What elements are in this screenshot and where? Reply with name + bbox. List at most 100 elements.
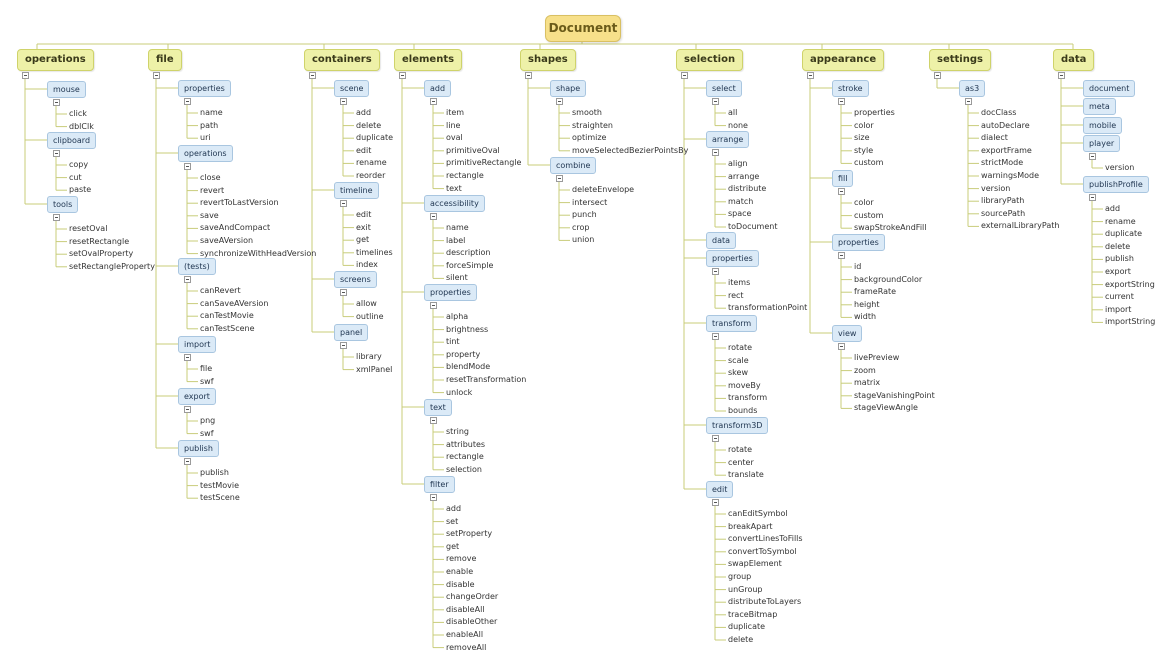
- collapse-toggle-icon[interactable]: [1089, 194, 1096, 201]
- leaf-node[interactable]: label: [446, 235, 466, 245]
- collapse-toggle-icon[interactable]: [807, 72, 814, 79]
- sub-node-clipboard[interactable]: clipboard: [47, 132, 97, 149]
- leaf-node[interactable]: canRevert: [200, 286, 241, 295]
- leaf-node[interactable]: primitiveRectangle: [446, 158, 522, 168]
- leaf-node[interactable]: traceBitmap: [728, 609, 778, 619]
- category-node-shapes[interactable]: shapes: [520, 49, 576, 71]
- leaf-node[interactable]: add: [1105, 204, 1121, 213]
- collapse-toggle-icon[interactable]: [838, 252, 845, 259]
- leaf-node[interactable]: all: [728, 108, 738, 117]
- leaf-node[interactable]: color: [854, 198, 874, 207]
- sub-node-publishProfile[interactable]: publishProfile: [1083, 176, 1149, 193]
- leaf-node[interactable]: attributes: [446, 439, 486, 449]
- leaf-node[interactable]: uri: [200, 133, 211, 143]
- leaf-node[interactable]: scale: [728, 355, 749, 365]
- leaf-node[interactable]: convertLinesToFills: [728, 534, 803, 544]
- leaf-node[interactable]: stageVanishingPoint: [854, 390, 935, 400]
- sub-node-panel[interactable]: panel: [334, 324, 369, 341]
- sub-node-arrange[interactable]: arrange: [706, 131, 750, 148]
- leaf-node[interactable]: forceSimple: [446, 260, 494, 270]
- collapse-toggle-icon[interactable]: [184, 458, 191, 465]
- leaf-node[interactable]: group: [728, 572, 752, 581]
- leaf-node[interactable]: setProperty: [446, 529, 493, 539]
- leaf-node[interactable]: strictMode: [981, 158, 1024, 168]
- collapse-toggle-icon[interactable]: [184, 163, 191, 170]
- leaf-node[interactable]: version: [981, 183, 1011, 193]
- leaf-node[interactable]: copy: [69, 160, 89, 169]
- collapse-toggle-icon[interactable]: [712, 268, 719, 275]
- leaf-node[interactable]: get: [446, 541, 460, 551]
- collapse-toggle-icon[interactable]: [153, 72, 160, 79]
- leaf-node[interactable]: library: [356, 352, 382, 361]
- collapse-toggle-icon[interactable]: [430, 417, 437, 424]
- leaf-node[interactable]: backgroundColor: [854, 274, 923, 284]
- leaf-node[interactable]: publish: [1105, 254, 1134, 264]
- leaf-node[interactable]: click: [69, 109, 87, 118]
- sub-node-publish[interactable]: publish: [178, 440, 219, 457]
- collapse-toggle-icon[interactable]: [399, 72, 406, 79]
- leaf-node[interactable]: transform: [728, 393, 768, 403]
- leaf-node[interactable]: space: [728, 209, 752, 219]
- collapse-toggle-icon[interactable]: [430, 98, 437, 105]
- leaf-node[interactable]: swf: [200, 376, 214, 386]
- collapse-toggle-icon[interactable]: [556, 98, 563, 105]
- leaf-node[interactable]: size: [854, 133, 870, 143]
- leaf-node[interactable]: deleteEnvelope: [572, 185, 635, 194]
- leaf-node[interactable]: autoDeclare: [981, 120, 1030, 130]
- sub-node-timeline[interactable]: timeline: [334, 182, 379, 199]
- leaf-node[interactable]: text: [446, 183, 462, 193]
- leaf-node[interactable]: png: [200, 416, 216, 425]
- leaf-node[interactable]: libraryPath: [981, 196, 1025, 206]
- leaf-node[interactable]: skew: [728, 368, 748, 378]
- collapse-toggle-icon[interactable]: [934, 72, 941, 79]
- leaf-node[interactable]: livePreview: [854, 353, 900, 362]
- collapse-toggle-icon[interactable]: [340, 289, 347, 296]
- leaf-node[interactable]: rotate: [728, 343, 753, 352]
- leaf-node[interactable]: disableAll: [446, 604, 485, 614]
- leaf-node[interactable]: cut: [69, 172, 82, 182]
- leaf-node[interactable]: edit: [356, 145, 372, 155]
- collapse-toggle-icon[interactable]: [184, 354, 191, 361]
- sub-node-combine[interactable]: combine: [550, 157, 597, 174]
- leaf-node[interactable]: distributeToLayers: [728, 597, 802, 607]
- collapse-toggle-icon[interactable]: [525, 72, 532, 79]
- leaf-node[interactable]: edit: [356, 210, 372, 219]
- leaf-node[interactable]: duplicate: [356, 133, 394, 143]
- leaf-node[interactable]: rename: [356, 158, 387, 168]
- collapse-toggle-icon[interactable]: [53, 99, 60, 106]
- leaf-node[interactable]: export: [1105, 267, 1131, 276]
- sub-node-import[interactable]: import: [178, 336, 217, 353]
- leaf-node[interactable]: duplicate: [728, 622, 766, 632]
- leaf-node[interactable]: exportString: [1105, 279, 1155, 289]
- category-node-containers[interactable]: containers: [304, 49, 380, 71]
- sub-node-data[interactable]: data: [706, 232, 737, 249]
- sub-node-properties[interactable]: properties: [832, 234, 885, 251]
- leaf-node[interactable]: line: [446, 120, 461, 130]
- leaf-node[interactable]: brightness: [446, 324, 489, 334]
- leaf-node[interactable]: id: [854, 262, 862, 271]
- sub-node-properties[interactable]: properties: [424, 284, 477, 301]
- sub-node-fill[interactable]: fill: [832, 170, 854, 187]
- leaf-node[interactable]: canTestMovie: [200, 311, 254, 321]
- collapse-toggle-icon[interactable]: [340, 200, 347, 207]
- leaf-node[interactable]: xmlPanel: [356, 364, 393, 374]
- leaf-node[interactable]: version: [1105, 163, 1135, 172]
- leaf-node[interactable]: punch: [572, 210, 597, 220]
- sub-node-properties[interactable]: properties: [178, 80, 231, 97]
- leaf-node[interactable]: custom: [854, 158, 884, 168]
- leaf-node[interactable]: delete: [1105, 241, 1131, 251]
- sub-node-export[interactable]: export: [178, 388, 216, 405]
- leaf-node[interactable]: reorder: [356, 171, 386, 180]
- sub-node-select[interactable]: select: [706, 80, 742, 97]
- leaf-node[interactable]: match: [728, 196, 754, 206]
- collapse-toggle-icon[interactable]: [712, 149, 719, 156]
- leaf-node[interactable]: height: [854, 299, 880, 309]
- leaf-node[interactable]: intersect: [572, 197, 608, 207]
- leaf-node[interactable]: toDocument: [728, 222, 778, 231]
- leaf-node[interactable]: file: [200, 364, 213, 373]
- leaf-node[interactable]: canTestScene: [200, 323, 255, 333]
- collapse-toggle-icon[interactable]: [1089, 153, 1096, 160]
- leaf-node[interactable]: moveBy: [728, 380, 761, 390]
- leaf-node[interactable]: selection: [446, 464, 482, 474]
- leaf-node[interactable]: moveSelectedBezierPointsBy: [572, 145, 689, 155]
